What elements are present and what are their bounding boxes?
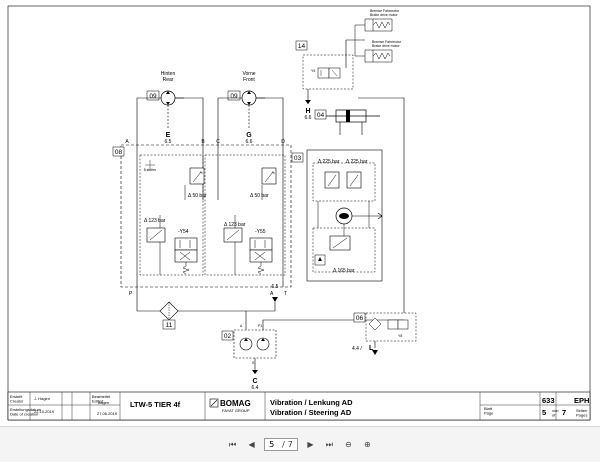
front-label-de: Vorne [242,71,255,77]
drawing-title-en: Vibration / Steering AD [270,408,352,417]
port-t: T [284,291,287,297]
pressure-50-left: Δ 50 bar [188,193,207,199]
pressure-225-left: Δ 225 bar [318,159,340,165]
brake-2-en: Brake drive motor [372,44,400,48]
brake-motors: Bremse Fahrmotor Brake drive motor Brems… [354,9,402,63]
valve-y55: -Y55 [255,229,266,235]
block-11-tag: 11 [166,322,173,329]
block-06-tag: 06 [356,315,364,322]
sheet-number: 5 [542,408,546,417]
brake-1-de: Bremse Fahrmotor [370,9,400,13]
motor-front: Vorne Front 09 G 6.6 [227,71,265,145]
block-03: 03 Δ 225 bar Δ 225 bar Δ 165 bar [291,149,383,282]
block-02-tag: 02 [224,333,232,340]
block-14-tag: 14 [298,43,306,50]
brake-1-en: Brake drive motor [370,13,398,17]
valve-y54: -Y54 [178,229,189,235]
block-06: 06 Y8 4.4 / L [352,300,417,355]
rear-port: E [166,132,171,139]
block-06-port: L [369,345,374,352]
block-14-port: H [305,108,310,115]
zoom-out-icon[interactable]: ⊖ [345,440,352,449]
pump-port: C [252,378,257,385]
front-motor-tag [227,90,241,101]
rear-motor-tag [146,90,160,101]
block-14: 14 Y5 H 6.6 [295,39,365,121]
valve-y5: Y5 [311,69,315,73]
front-port-ref: 6.6 [246,139,253,145]
block-08-tag: 08 [115,149,123,156]
pressure-50-right: Δ 50 bar [250,193,269,199]
sheet-border [7,5,591,421]
pressure-165: Δ 165 bar [333,268,355,274]
svg-text:09: 09 [230,93,238,100]
creator: J. Hagen [34,396,50,401]
sheets-total: 7 [562,408,566,417]
pump-port-p1: P1 [258,324,262,328]
hydraulic-schematic: Hinten Rear 09 E 6.5 Vorne Front 09 G 6.… [7,5,591,421]
drawing-number: 633 [542,396,555,405]
brand-sub: FAYAT GROUP [222,408,250,413]
block-11: 11 [136,287,276,330]
brake-2-de: Bremse Fahrmotor [372,40,402,44]
rear-label-en: Rear [163,77,174,83]
rear-label-de: Hinten [161,71,176,77]
block-06-port-ref: 4.4 / [352,346,362,352]
page-indicator[interactable]: / 7 [264,438,298,451]
model-title: LTW-5 TIER 4f [130,400,181,409]
first-page-icon[interactable]: ⏮ [228,439,237,449]
doc-type: EPH [574,396,589,405]
next-page-icon[interactable]: ▶ [307,440,314,449]
edited-by: hagen [98,400,109,405]
block-14-port-ref: 6.6 [305,115,312,121]
front-label-en: Front [243,77,255,83]
motor-rear: Hinten Rear 09 E 6.5 [146,71,184,145]
block-03-tag: 03 [294,155,302,162]
created-date: 22.10.2019 [34,409,55,414]
current-page-input[interactable] [269,439,280,450]
port-a: A [270,291,274,297]
edit-date: 27.06.2019 [97,411,118,416]
rear-port-ref: 6.5 [165,139,172,145]
pump-port-s: S [252,361,255,365]
valve-y8: Y8 [398,334,402,338]
pdf-viewer-toolbar: ⏮ ◀ / 7 ▶ ⏭ ⊖ ⊕ [0,426,600,462]
total-pages: 7 [287,440,293,449]
pressure-123-right: Δ 123 bar [224,222,246,228]
block-08: 08 A B C D 8 stufen Δ 50 bar Δ 50 bar Δ … [112,139,292,302]
drawing-title-de: Vibration / Lenkung AD [270,398,353,407]
port-a-ref: 6.5 [272,284,279,290]
brand-logo: BOMAG [220,399,251,408]
zoom-in-icon[interactable]: ⊕ [364,440,371,449]
pressure-225-right: Δ 225 bar [346,159,368,165]
line-label-a: A [125,139,129,145]
line-label-b: B [201,139,205,145]
port-p: P [129,291,133,297]
pressure-123-left: Δ 123 bar [144,218,166,224]
pump-port-ref: 6.4 [252,385,259,391]
last-page-icon[interactable]: ⏭ [325,439,333,449]
page-separator: / [282,440,285,449]
block-04-tag: 04 [317,112,325,119]
svg-text:09: 09 [149,93,157,100]
block-04: 04 [314,97,405,300]
pump-port-a: A [240,324,243,328]
front-port: G [246,132,252,139]
previous-page-icon[interactable]: ◀ [248,440,255,449]
